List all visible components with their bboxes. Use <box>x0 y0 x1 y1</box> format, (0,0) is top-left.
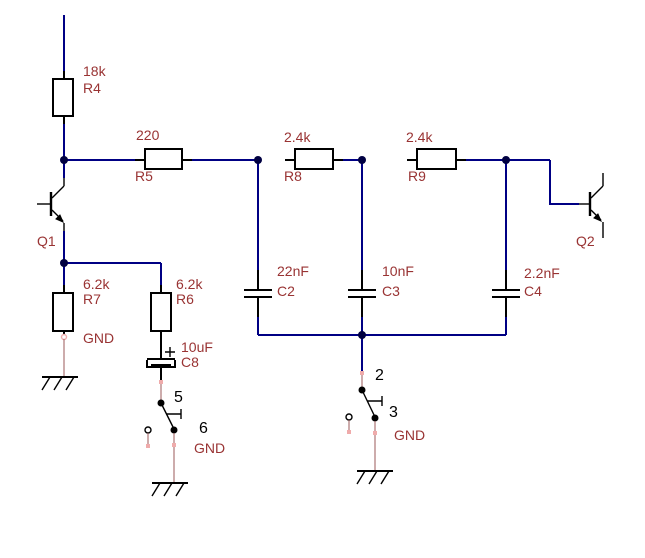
resistor-R6[interactable] <box>150 285 172 332</box>
switch-blade <box>160 402 175 430</box>
pin-marker <box>347 430 351 434</box>
label-r5-ref: R5 <box>135 168 153 184</box>
transistor-Q1[interactable] <box>37 178 65 231</box>
junction-dot <box>254 156 262 164</box>
label-r7-gnd: GND <box>83 330 115 346</box>
resistor-R7[interactable] <box>52 285 74 335</box>
switch-contact-dot <box>371 414 379 422</box>
wire-segment <box>549 160 579 205</box>
label-c4-value: 2.2nF <box>524 265 560 281</box>
label-r5-value: 220 <box>136 127 160 143</box>
label-sw1-gnd: GND <box>194 440 226 456</box>
capacitor-C2[interactable] <box>244 270 272 317</box>
label-c4-ref: C4 <box>524 283 542 299</box>
junction-dot <box>358 331 366 339</box>
label-c3-value: 10nF <box>382 263 414 279</box>
pin-marker <box>159 380 163 384</box>
label-r9-value: 2.4k <box>406 129 433 145</box>
resistor-R9[interactable] <box>407 148 466 170</box>
pin-marker <box>146 444 150 448</box>
label-c8-value: 10uF <box>181 339 213 355</box>
capacitor-C3[interactable] <box>348 270 376 317</box>
label-c2-value: 22nF <box>277 263 309 279</box>
resistor-R4[interactable] <box>52 71 74 124</box>
ground-symbol-r7[interactable] <box>41 376 78 391</box>
ground-hatch <box>41 376 75 391</box>
resistor-body <box>416 148 457 170</box>
ground-symbol-sw1[interactable] <box>151 482 188 497</box>
capacitor-C4[interactable] <box>492 270 520 317</box>
capacitor-C8-electrolytic[interactable] <box>146 332 176 380</box>
switch-blade <box>361 389 376 418</box>
transistor-collector <box>51 178 65 199</box>
label-r6-ref: R6 <box>176 291 194 307</box>
resistor-body <box>150 292 172 332</box>
label-r9-ref: R9 <box>408 168 426 184</box>
resistor-body <box>144 148 183 170</box>
resistor-body <box>52 78 74 117</box>
label-sw1-pin-bottom: 6 <box>199 420 208 437</box>
label-r4-value: 18k <box>83 63 106 79</box>
junction-dot <box>60 259 68 267</box>
label-c2-ref: C2 <box>277 283 295 299</box>
capacitor-plates <box>244 288 272 299</box>
label-sw2-pin-top: 2 <box>375 367 384 384</box>
capacitor-plates <box>348 288 376 299</box>
pin-marker-circle <box>60 333 68 341</box>
emitter-arrow <box>593 213 602 222</box>
label-r8-value: 2.4k <box>284 129 311 145</box>
ground-symbol-sw2[interactable] <box>356 470 393 485</box>
r7-ground-branch[interactable] <box>60 333 68 378</box>
resistor-R5[interactable] <box>135 148 192 170</box>
label-sw2-gnd: GND <box>394 427 426 443</box>
label-r7-value: 6.2k <box>83 276 110 292</box>
switch-sw1[interactable] <box>144 380 182 483</box>
label-r7-ref: R7 <box>83 291 101 307</box>
transistor-collector <box>590 173 604 199</box>
switch-open-terminal <box>144 426 152 434</box>
label-r4-ref: R4 <box>83 80 101 96</box>
pin-marker <box>373 431 377 435</box>
label-r8-ref: R8 <box>284 168 302 184</box>
emitter-arrow <box>55 214 64 223</box>
ground-hatch <box>356 470 390 485</box>
switch-throw-contact <box>367 396 383 406</box>
resistor-R8[interactable] <box>285 148 343 170</box>
label-r6-value: 6.2k <box>176 276 203 292</box>
pin-marker <box>360 371 364 375</box>
label-q1-ref: Q1 <box>37 233 56 249</box>
junctions <box>60 156 510 339</box>
label-sw2-pin-bottom: 3 <box>389 404 398 421</box>
polarity-plus-icon <box>165 347 175 357</box>
transistor-Q2[interactable] <box>579 173 604 238</box>
wires[interactable] <box>63 15 579 371</box>
label-c8-ref: C8 <box>181 354 199 370</box>
junction-dot <box>358 156 366 164</box>
switch-throw-contact <box>166 409 182 419</box>
junction-dot <box>502 156 510 164</box>
switch-open-terminal <box>345 413 353 421</box>
switch-sw2[interactable] <box>345 371 383 471</box>
capacitor-plates <box>492 288 520 299</box>
label-sw1-pin-top: 5 <box>174 389 183 406</box>
capacitor-bottom-plate-fill <box>151 364 171 368</box>
junction-dot <box>60 156 68 164</box>
label-c3-ref: C3 <box>382 283 400 299</box>
resistor-body <box>294 148 334 170</box>
switch-contact-dot <box>170 426 178 434</box>
resistor-body <box>52 292 74 332</box>
label-q2-ref: Q2 <box>576 233 595 249</box>
ground-hatch <box>151 482 185 497</box>
pin-marker <box>172 443 176 447</box>
